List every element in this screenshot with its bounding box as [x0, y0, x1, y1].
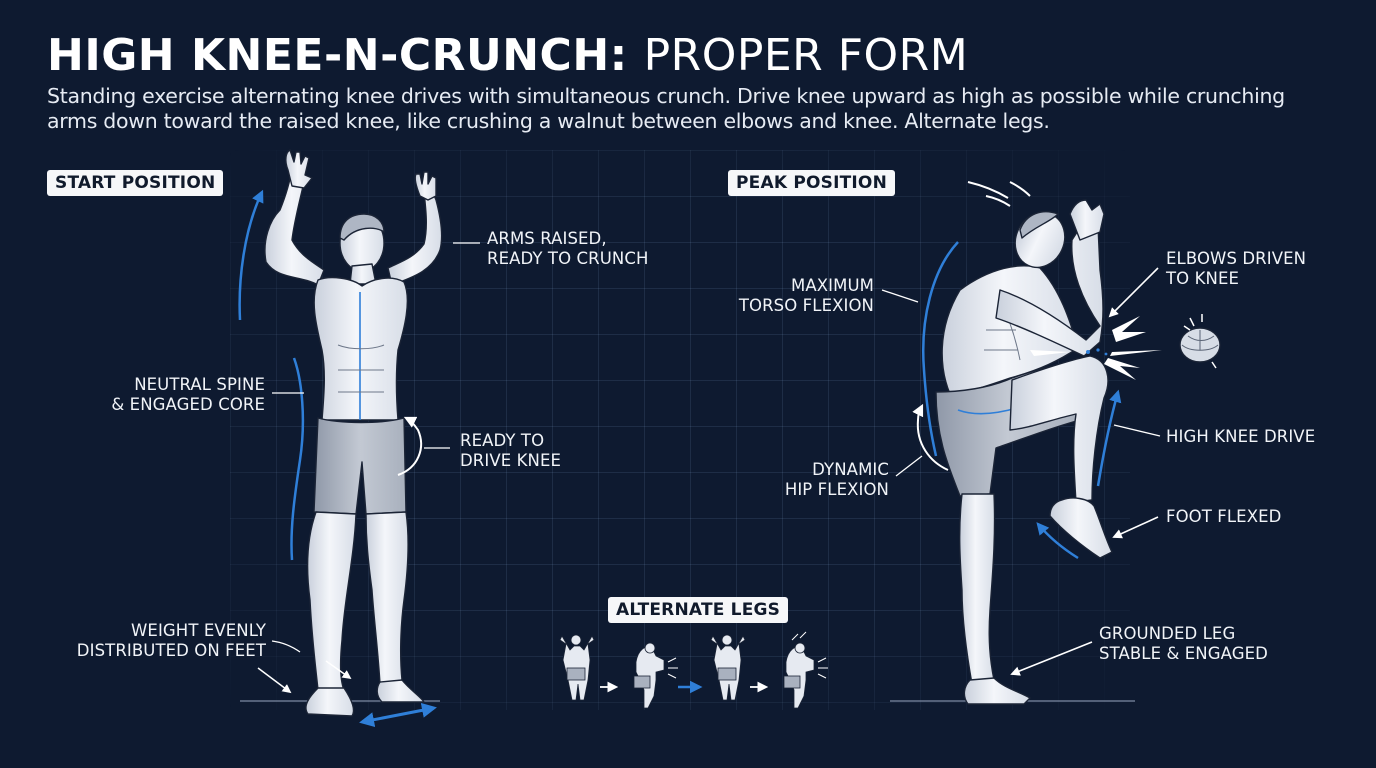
sequence-figure-4-peak [783, 631, 828, 709]
leader-line-hip [895, 455, 923, 477]
start-position-figure [264, 149, 443, 717]
label-arms-raised: ARMS RAISED, READY TO CRUNCH [487, 229, 649, 268]
label-high-knee-drive: HIGH KNEE DRIVE [1166, 427, 1316, 446]
walnut-icon [1179, 314, 1221, 369]
motion-lines-icon [967, 181, 1031, 207]
label-grounded-leg: GROUNDED LEG STABLE & ENGAGED [1099, 624, 1268, 663]
peak-position-figure [935, 199, 1113, 705]
sequence-figure-3-start [710, 634, 746, 701]
weight-distribution-arrow-icon [359, 702, 437, 728]
label-hip-flexion: DYNAMIC HIP FLEXION [784, 460, 889, 499]
start-position-badge: START POSITION [47, 170, 224, 196]
leader-line-torso [881, 289, 919, 303]
elbow-arrow-icon [1108, 267, 1159, 318]
sequence-figure-2-peak [633, 642, 678, 709]
title-light: PROPER FORM [643, 30, 969, 81]
foot-arrow-right-icon [325, 660, 352, 680]
torso-curve-icon [922, 241, 959, 457]
label-torso-flexion: MAXIMUM TORSO FLEXION [738, 276, 874, 315]
impact-burst-icon [1030, 316, 1162, 380]
alternate-legs-badge: ALTERNATE LEGS [608, 597, 789, 623]
spine-curve-icon [290, 357, 305, 561]
peak-position-badge: PEAK POSITION [728, 170, 896, 196]
foot-flexed-arrow-icon [1112, 516, 1159, 539]
foot-motion-arrow-icon [1036, 522, 1079, 560]
knee-ready-arrow-icon [397, 416, 423, 476]
label-elbows-driven: ELBOWS DRIVEN TO KNEE [1166, 249, 1307, 288]
hip-flexion-arrow-icon [912, 403, 949, 471]
arms-up-arrow-icon [238, 189, 264, 321]
knee-drive-arrow-icon [1096, 389, 1122, 487]
label-foot-flexed: FOOT FLEXED [1166, 507, 1282, 526]
label-neutral-spine: NEUTRAL SPINE & ENGAGED CORE [111, 375, 265, 414]
leader-line-knee-drive [1113, 424, 1161, 437]
page-title: HIGH KNEE-N-CRUNCH: PROPER FORM [47, 30, 968, 82]
label-ready-knee: READY TO DRIVE KNEE [460, 431, 562, 470]
leader-line-feet [271, 640, 301, 653]
grounded-leg-arrow-icon [1010, 641, 1093, 676]
title-bold: HIGH KNEE-N-CRUNCH: [47, 30, 628, 81]
start-annotations [238, 189, 480, 728]
foot-arrow-left-icon [257, 667, 292, 694]
label-weight-feet: WEIGHT EVENLY DISTRIBUTED ON FEET [76, 621, 266, 660]
peak-annotations [881, 241, 1161, 676]
sequence-figure-1-start [559, 634, 595, 701]
exercise-description: Standing exercise alternating knee drive… [47, 84, 1285, 133]
